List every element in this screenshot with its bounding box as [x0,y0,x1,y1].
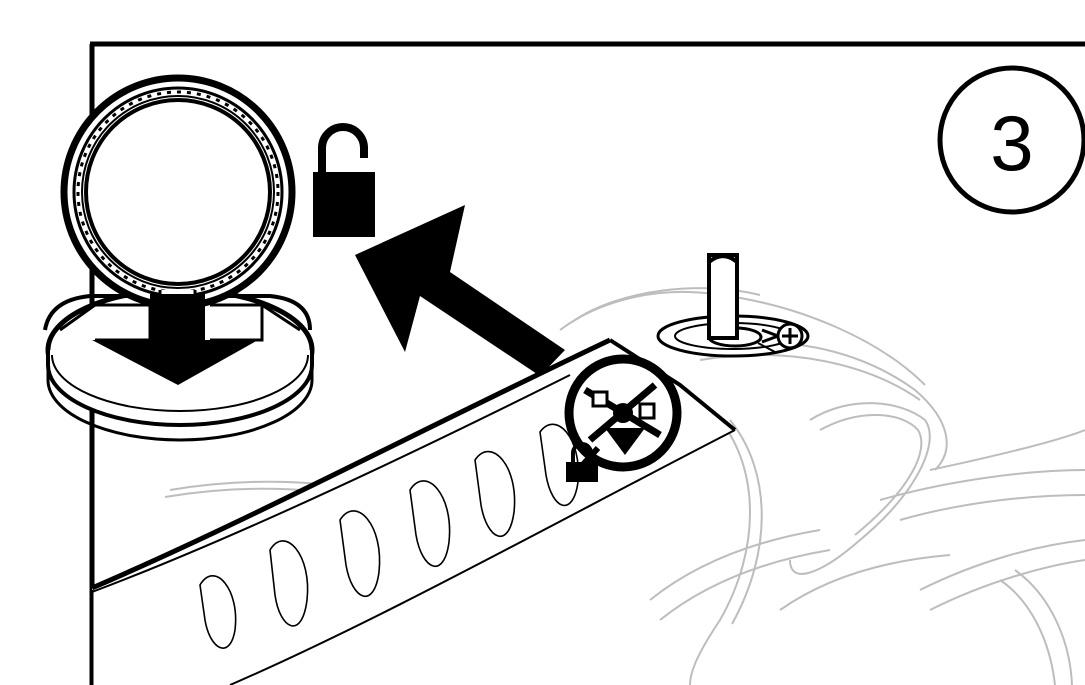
adjustment-knob [656,253,810,358]
small-locked-padlock-icon [566,442,598,482]
down-arrow-icon [92,294,258,385]
diagonal-arrow-icon [355,205,565,376]
steering-wheel-emblem-icon [564,354,682,473]
unlocked-padlock-icon [313,123,375,237]
pedal-diagram [43,74,315,442]
step-number: 3 [990,99,1033,187]
step-number-badge: 3 [937,65,1085,215]
